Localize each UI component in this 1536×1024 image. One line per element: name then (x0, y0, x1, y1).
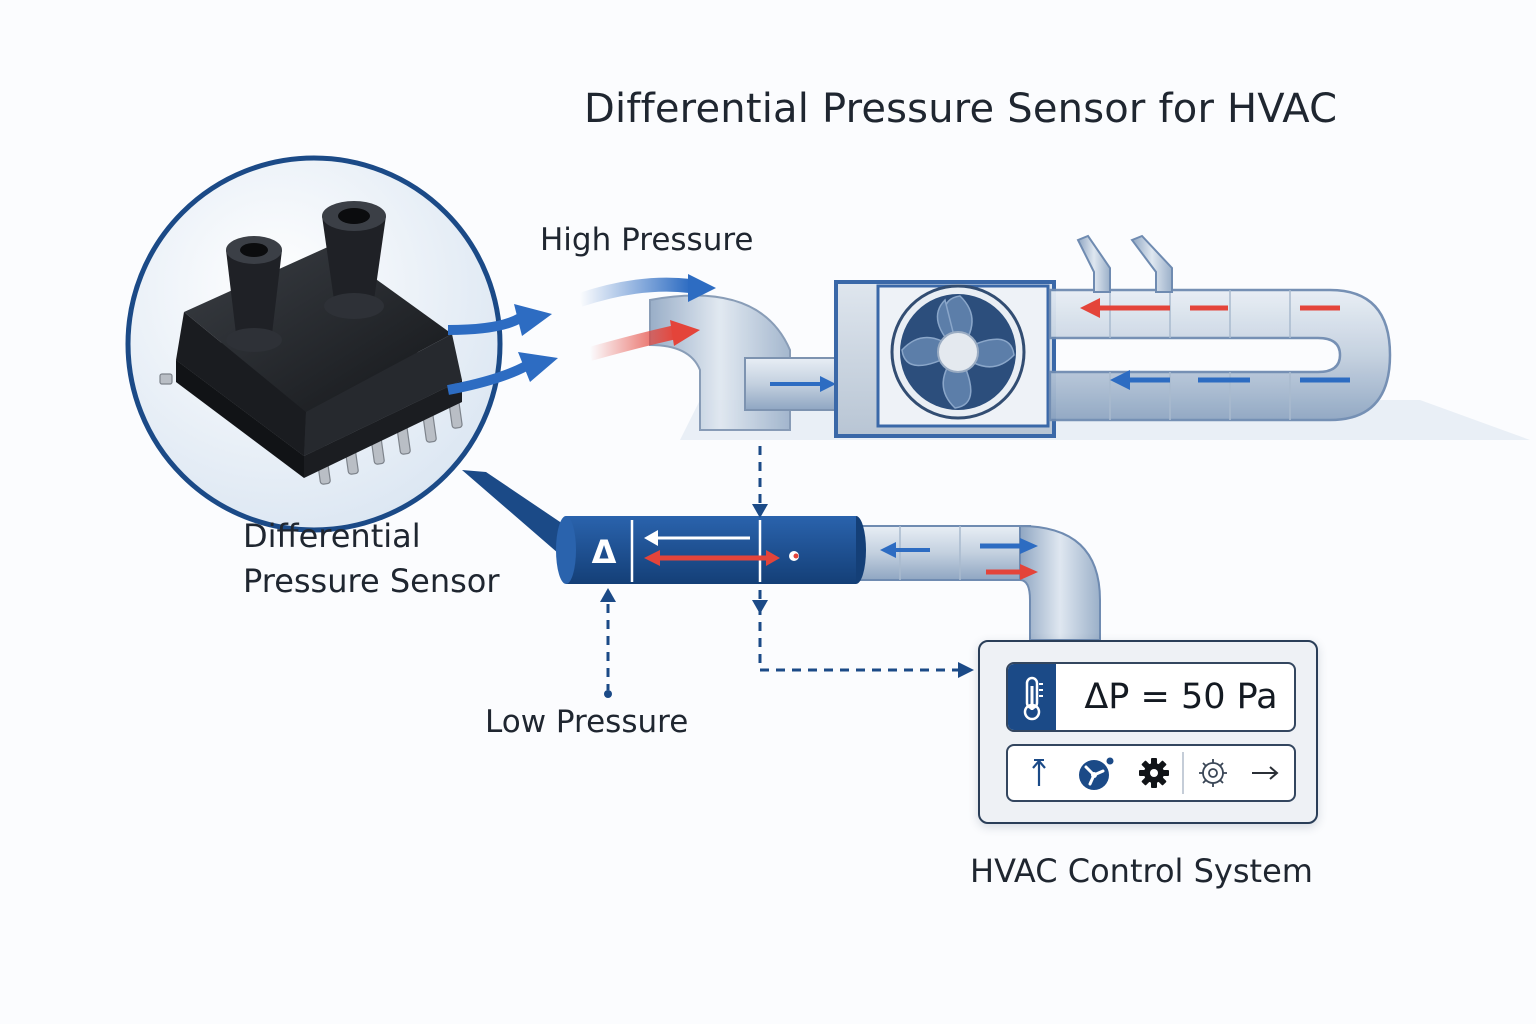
thermometer-icon (1008, 664, 1056, 730)
control-system-label: HVAC Control System (970, 852, 1313, 890)
fan-icon (890, 284, 1026, 420)
sensor-label-line1: Differential (243, 517, 421, 555)
pressure-port-left (226, 236, 282, 352)
sensor-detail-callout (125, 155, 566, 560)
hvac-control-panel: ΔP = 50 Pa (978, 640, 1318, 824)
gear-filled-icon[interactable] (1128, 746, 1180, 800)
arrowhead-up-into-ring (600, 588, 616, 602)
arrow-up-icon[interactable] (1016, 746, 1062, 800)
control-buttons (1006, 744, 1296, 802)
signal-lines (606, 446, 958, 690)
incoming-air-arrows (577, 274, 716, 361)
pressure-port-right (322, 201, 386, 319)
arrowhead-down-into-ring (752, 504, 768, 518)
supply-flow-arrows (880, 538, 1038, 580)
high-pressure-label: High Pressure (540, 222, 754, 258)
sensor-label: Differential Pressure Sensor (243, 514, 500, 604)
upper-duct-system (577, 234, 1530, 440)
divider (1182, 752, 1184, 794)
sensor-label-line2: Pressure Sensor (243, 562, 500, 600)
arrowhead-down-from-ring (752, 600, 768, 614)
gear-outline-icon[interactable] (1188, 746, 1238, 800)
pressure-readout: ΔP = 50 Pa (1006, 662, 1296, 732)
pressure-value: ΔP = 50 Pa (1084, 677, 1278, 717)
fan-icon[interactable] (1070, 746, 1122, 800)
sensor-output-arrows (447, 304, 558, 395)
low-pressure-label: Low Pressure (485, 704, 689, 740)
return-flow-arrow-top (1080, 298, 1340, 318)
inline-sensor-assembly (556, 516, 1101, 641)
delta-symbol: Δ (591, 533, 617, 571)
low-pressure-tap (604, 690, 612, 698)
arrowhead-to-control (958, 662, 974, 678)
sensor-chip-image (159, 201, 463, 485)
air-handler-unit (834, 280, 1056, 438)
return-flow-arrow-bottom (1110, 370, 1350, 390)
page-title: Differential Pressure Sensor for HVAC (584, 86, 1338, 132)
arrow-right-icon[interactable] (1242, 746, 1288, 800)
